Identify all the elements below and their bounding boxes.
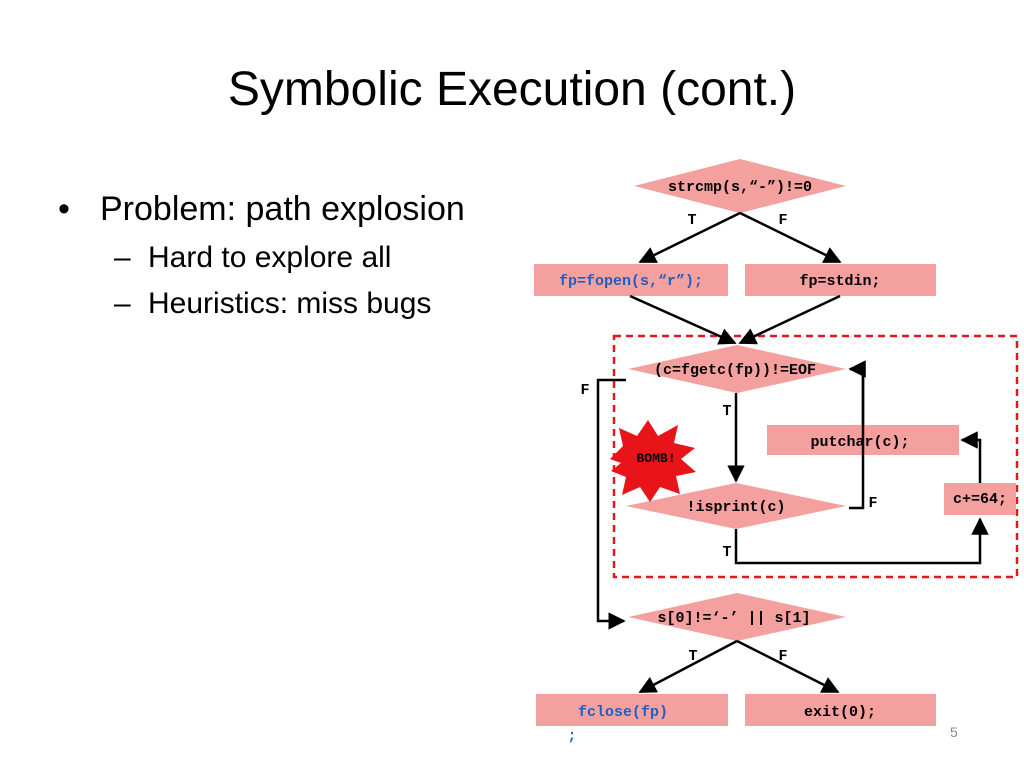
condition-isprint-node xyxy=(626,483,846,529)
bomb-burst-icon xyxy=(610,420,696,502)
stdin-node xyxy=(745,264,936,296)
loop-false-label: F xyxy=(580,382,589,399)
condition-fgetc-label: (c=fgetc(fp))!=EOF xyxy=(654,362,816,379)
loop-true-label: T xyxy=(722,403,731,420)
add-64-label: c+=64; xyxy=(953,491,1007,508)
sub-bullet-item: – Heuristics: miss bugs xyxy=(58,287,465,321)
branch-false-label: F xyxy=(778,648,787,665)
add-64-node xyxy=(944,483,1016,515)
fopen-label: fp=fopen(s,“r”); xyxy=(559,273,703,290)
putchar-label: putchar(c); xyxy=(810,434,909,451)
slide-title: Symbolic Execution (cont.) xyxy=(227,63,797,116)
condition-s0-label: s[0]!=‘-’ || s[1] xyxy=(657,610,810,627)
branch-true-label: T xyxy=(688,648,697,665)
fclose-label: fclose(fp) xyxy=(578,704,668,721)
edge-add-putchar xyxy=(960,431,982,483)
exit-node xyxy=(745,694,936,726)
stdin-label: fp=stdin; xyxy=(799,273,880,290)
condition-s0-node xyxy=(628,593,846,641)
edge-fopen-loop xyxy=(629,294,737,345)
edge-cond1-true xyxy=(638,211,741,264)
bomb-label: BOMB! xyxy=(636,451,675,466)
edge-cond3-true xyxy=(638,639,738,694)
isprint-false-label: F xyxy=(868,495,877,512)
branch-true-label: T xyxy=(687,212,696,229)
fclose-node xyxy=(536,694,728,726)
condition-isprint-label: !isprint(c) xyxy=(686,499,785,516)
dash-icon: – xyxy=(114,287,131,320)
edge-loop-false xyxy=(596,378,626,630)
edge-isprint-true xyxy=(734,517,989,565)
branch-false-label: F xyxy=(778,212,787,229)
isprint-true-label: T xyxy=(722,544,731,561)
dash-icon: – xyxy=(114,241,131,274)
sub-bullet-item: – Hard to explore all xyxy=(58,241,465,275)
edge-stdin-loop xyxy=(738,294,841,345)
condition-strcmp-label: strcmp(s,“-”)!=0 xyxy=(668,179,812,196)
exit-label: exit(0); xyxy=(804,704,876,721)
edge-cond3-false xyxy=(736,639,840,694)
bullet-text: Problem: path explosion xyxy=(100,190,465,228)
condition-strcmp-node xyxy=(634,159,846,213)
edge-cond1-false xyxy=(739,211,842,264)
edge-isprint-false xyxy=(848,360,866,510)
fclose-label-semicolon: ; xyxy=(567,728,576,745)
bullet-list: • Problem: path explosion – Hard to expl… xyxy=(58,190,465,321)
bullet-dot-icon: • xyxy=(58,190,70,228)
page-number: 5 xyxy=(950,724,958,740)
sub-bullet-text: Heuristics: miss bugs xyxy=(148,287,432,320)
sub-bullet-text: Hard to explore all xyxy=(148,241,392,274)
fopen-node xyxy=(534,264,728,296)
condition-fgetc-node xyxy=(628,345,846,393)
bullet-item: • Problem: path explosion xyxy=(58,190,465,229)
